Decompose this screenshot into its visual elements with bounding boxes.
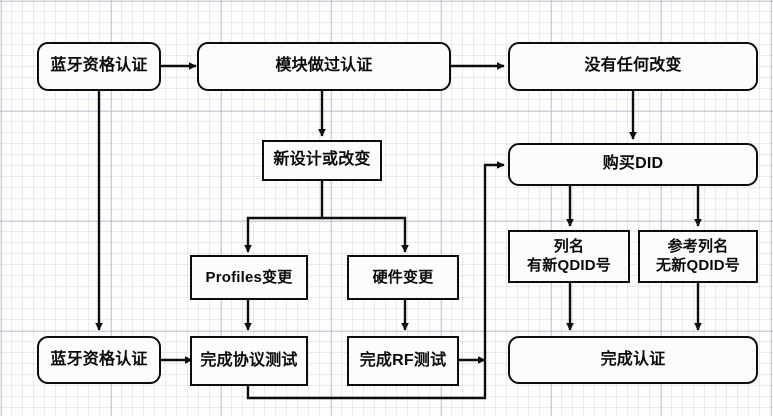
node-label-line1: 列名 [553, 237, 585, 255]
node-hardware-change[interactable]: 硬件变更 [347, 255, 459, 300]
node-label: 完成认证 [600, 350, 666, 368]
node-label-line1: 参考列名 [667, 237, 729, 255]
edge-newdesign-to-hardware [322, 216, 409, 253]
node-label: Profiles变更 [205, 268, 293, 286]
node-certification-done[interactable]: 完成认证 [508, 336, 758, 384]
node-new-design-or-change[interactable]: 新设计或改变 [262, 140, 382, 181]
node-module-certified[interactable]: 模块做过认证 [197, 42, 451, 91]
node-rf-test-done[interactable]: 完成RF测试 [347, 336, 459, 386]
node-label: 购买DID [602, 155, 664, 173]
node-buy-did[interactable]: 购买DID [508, 143, 758, 186]
node-listing-new-qdid[interactable]: 列名 有新QDID号 [508, 230, 630, 283]
node-label: 完成协议测试 [200, 351, 298, 369]
node-label: 没有任何改变 [584, 57, 682, 75]
edge-newdesign-to-profiles [244, 181, 324, 253]
node-protocol-test-done[interactable]: 完成协议测试 [190, 336, 308, 386]
node-bluetooth-qualification-top[interactable]: 蓝牙资格认证 [37, 42, 161, 91]
node-label: 新设计或改变 [273, 151, 371, 169]
node-label: 蓝牙资格认证 [50, 57, 148, 75]
node-reference-listing-no-qdid[interactable]: 参考列名 无新QDID号 [638, 230, 758, 283]
node-profiles-change[interactable]: Profiles变更 [190, 255, 308, 300]
node-label-line2: 无新QDID号 [656, 256, 740, 274]
node-label: 模块做过认证 [275, 57, 373, 75]
node-bluetooth-qualification-bottom[interactable]: 蓝牙资格认证 [37, 336, 161, 384]
node-no-change[interactable]: 没有任何改变 [508, 42, 758, 91]
node-label: 硬件变更 [372, 268, 434, 286]
node-label: 蓝牙资格认证 [50, 350, 148, 368]
node-label: 完成RF测试 [359, 351, 447, 369]
node-label-line2: 有新QDID号 [527, 256, 611, 274]
